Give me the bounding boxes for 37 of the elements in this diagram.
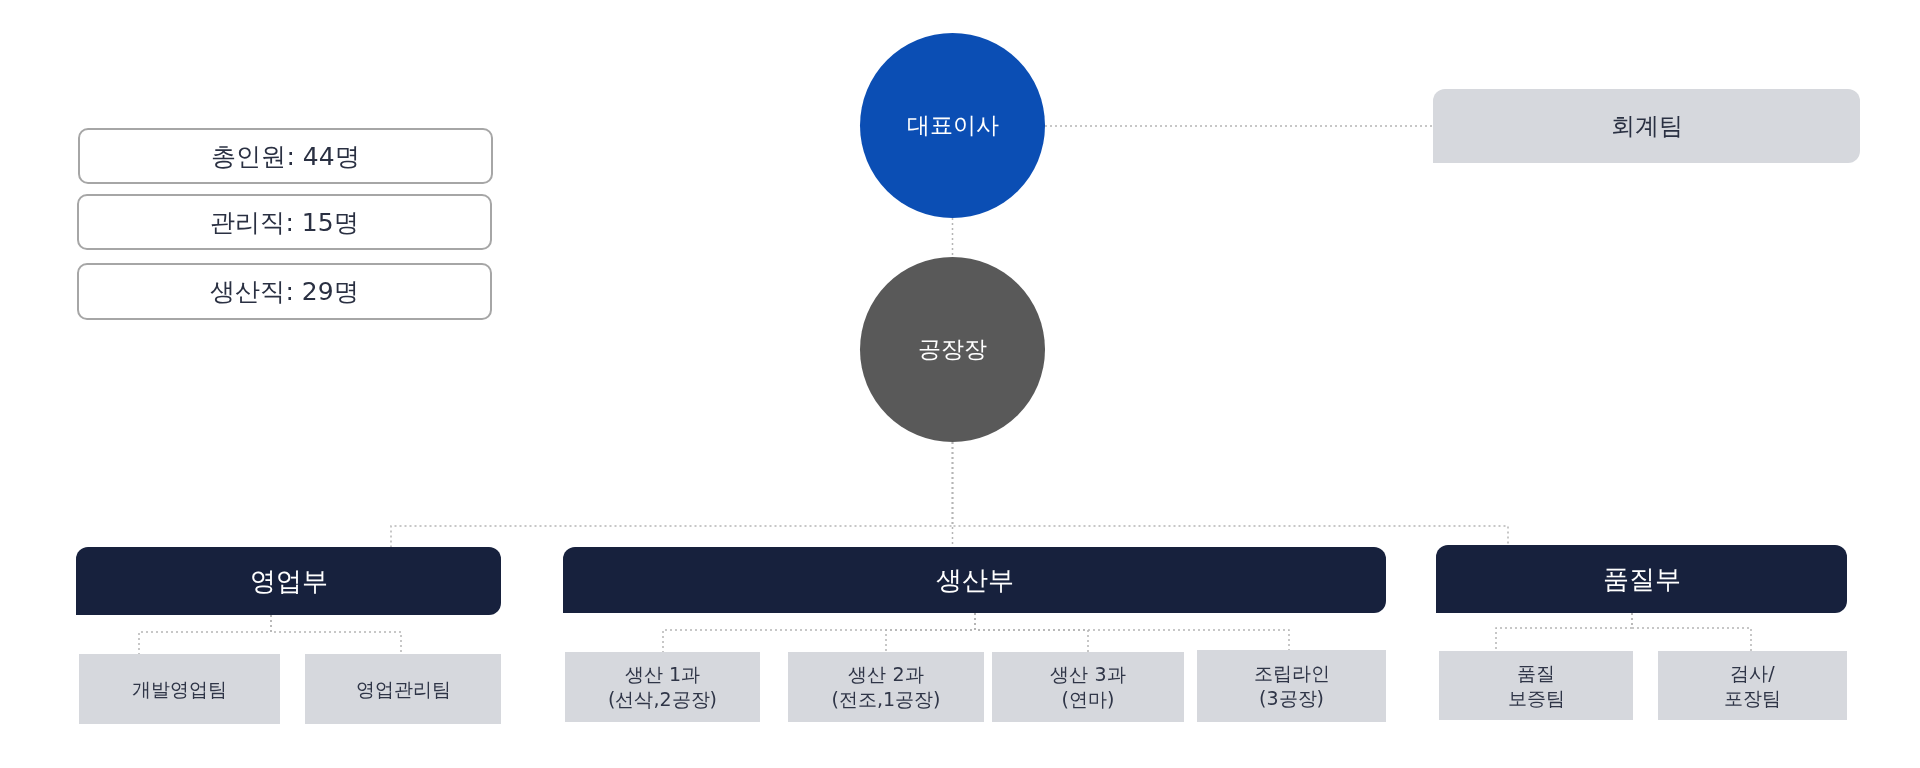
team-label: 생산 3과 (연마) [1050,662,1126,712]
team-box [1433,89,1860,163]
team-box [788,652,984,722]
team-label: 조립라인 (3공장) [1253,661,1330,711]
department-box [1436,545,1847,613]
headcount-box [78,128,493,184]
connector-line [1631,612,1752,652]
team-label: 회계팀 [1610,111,1683,142]
team-label: 생산 1과 (선삭,2공장) [608,662,717,712]
headcount-label: 생산직: 29명 [210,276,359,308]
connector-line [1044,125,1434,127]
team-box [1197,650,1386,722]
headcount-label: 총인원: 44명 [211,140,360,173]
connector-line [951,217,954,258]
team-box [79,654,280,724]
position-label: 대표이사 [906,111,999,140]
team-box [992,652,1184,722]
team-label: 개발영업팀 [132,676,227,702]
headcount-box [77,263,492,320]
team-label: 검사/ 포장팀 [1724,660,1781,711]
team-box [1439,651,1633,720]
team-box [1658,651,1847,720]
position-label: 공장장 [918,335,987,364]
team-box [305,654,501,724]
department-label: 품질부 [1602,562,1681,596]
headcount-box [77,194,492,250]
department-box [76,547,501,615]
team-label: 영업관리팀 [355,676,451,702]
team-label: 생산 2과 (전조,1공장) [831,662,941,712]
department-label: 생산부 [935,563,1014,597]
connector-line [270,614,402,655]
department-box [563,547,1386,613]
team-label: 품질 보증팀 [1507,660,1565,711]
department-label: 영업부 [249,564,328,598]
team-box [565,652,760,722]
connector-line [951,441,1509,546]
headcount-label: 관리직: 15명 [210,206,359,239]
